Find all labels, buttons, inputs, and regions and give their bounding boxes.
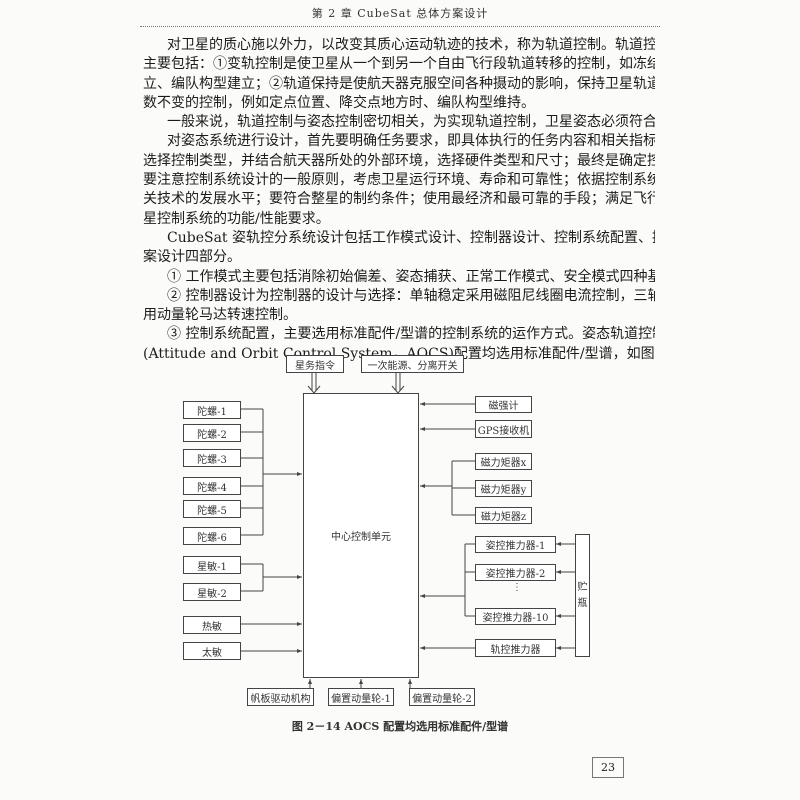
box-left-sensor: 热敏 xyxy=(183,616,241,634)
text-line: CubeSat 姿轨控分系统设计包括工作模式设计、控制器设计、控制系统配置、控制… xyxy=(167,229,655,246)
box-left-sensor: 陀螺-1 xyxy=(183,401,241,419)
box-solar-array-drive: 帆板驱动机构 xyxy=(247,688,314,706)
box-momentum-wheel-1: 偏置动量轮-1 xyxy=(328,688,394,706)
box-gps-receiver: GPS接收机 xyxy=(475,420,532,438)
box-left-sensor: 陀螺-6 xyxy=(183,527,241,545)
page-number: 23 xyxy=(592,757,624,778)
box-orbit-thruster: 轨控推力器 xyxy=(475,639,556,657)
tank-label-1: 贮 xyxy=(577,581,588,593)
text-line: 立、编队构型建立；②轨道保持是使航天器克服空间各种摄动的影响，保持卫星轨道的某些… xyxy=(143,75,655,92)
box-left-sensor: 星敏-1 xyxy=(183,556,241,574)
box-attitude-thruster-1: 姿控推力器-1 xyxy=(475,536,556,553)
text-line: 用动量轮马达转速控制。 xyxy=(143,307,297,324)
box-magnetorquer-z: 磁力矩器z xyxy=(475,507,532,524)
box-magnetorquer-x: 磁力矩器x xyxy=(475,453,532,470)
text-line: 案设计四部分。 xyxy=(143,249,241,266)
box-left-sensor: 陀螺-5 xyxy=(183,500,241,518)
box-attitude-thruster-2: 姿控推力器-2 xyxy=(475,564,556,581)
text-line: ① 工作模式主要包括消除初始偏差、姿态捕获、正常工作模式、安全模式四种基本模式。 xyxy=(167,268,655,285)
text-line: 星控制系统的功能/性能要求。 xyxy=(143,210,330,227)
text-line: 对姿态系统进行设计，首先要明确任务要求，即具体执行的任务内容和相关指标；然后是 xyxy=(167,133,655,150)
header-rule xyxy=(140,26,660,27)
ellipsis: ⋮ xyxy=(512,582,522,593)
body-text: 对卫星的质心施以外力，以改变其质心运动轨迹的技术，称为轨道控制。轨道控制的任务主… xyxy=(143,36,655,364)
figure-caption: 图 2－14 AOCS 配置均选用标准配件/型谱 xyxy=(291,720,509,733)
text-line: 对卫星的质心施以外力，以改变其质心运动轨迹的技术，称为轨道控制。轨道控制的任务 xyxy=(167,37,655,53)
text-line: ② 控制器设计为控制器的设计与选择：单轴稳定采用磁阻尼线圈电流控制，三轴稳定采 xyxy=(167,287,655,304)
text-line: 主要包括：①变轨控制是使卫星从一个到另一个自由飞行段轨道转移的控制，如冻结轨道建 xyxy=(143,56,655,73)
box-primary-power: 一次能源、分离开关 xyxy=(361,355,464,373)
text-line: 选择控制类型，并结合航天器所处的外部环境，选择硬件类型和尺寸；最终是确定控制算法… xyxy=(143,152,655,169)
text-line: 关技术的发展水平；要符合整星的制约条件；使用最经济和最可靠的手段；满足飞行任务对… xyxy=(143,191,655,208)
box-central-control-unit: 中心控制单元 xyxy=(303,393,419,678)
box-left-sensor: 陀螺-2 xyxy=(183,424,241,442)
box-left-sensor: 陀螺-4 xyxy=(183,477,241,495)
text-line: 数不变的控制，例如定点位置、降交点地方时、编队构型维持。 xyxy=(143,94,535,111)
box-magnetorquer-y: 磁力矩器y xyxy=(475,480,532,497)
box-left-sensor: 星敏-2 xyxy=(183,583,241,601)
box-attitude-thruster-10: 姿控推力器-10 xyxy=(475,608,556,625)
box-momentum-wheel-2: 偏置动量轮-2 xyxy=(409,688,475,706)
box-left-sensor: 太敏 xyxy=(183,642,241,660)
tank-label-2: 瓶 xyxy=(577,597,588,609)
box-propellant-tank: 贮 瓶 xyxy=(575,534,590,657)
text-line: 要注意控制系统设计的一般原则，考虑卫星运行环境、寿命和可靠性；依据控制系统部件和… xyxy=(143,172,655,189)
text-line: ③ 控制系统配置，主要选用标准配件/型谱的控制系统的运作方式。姿态轨道控制系统 xyxy=(167,326,655,343)
box-magnetometer: 磁强计 xyxy=(475,396,532,413)
box-left-sensor: 陀螺-3 xyxy=(183,449,241,467)
text-line: (Attitude and Orbit Control System，AOCS)… xyxy=(143,345,655,362)
text-line: 一般来说，轨道控制与姿态控制密切相关，为实现轨道控制，卫星姿态必须符合要求。 xyxy=(167,114,655,131)
box-housekeeping-command: 星务指令 xyxy=(286,355,344,373)
running-header: 第 2 章 CubeSat 总体方案设计 xyxy=(311,7,489,20)
